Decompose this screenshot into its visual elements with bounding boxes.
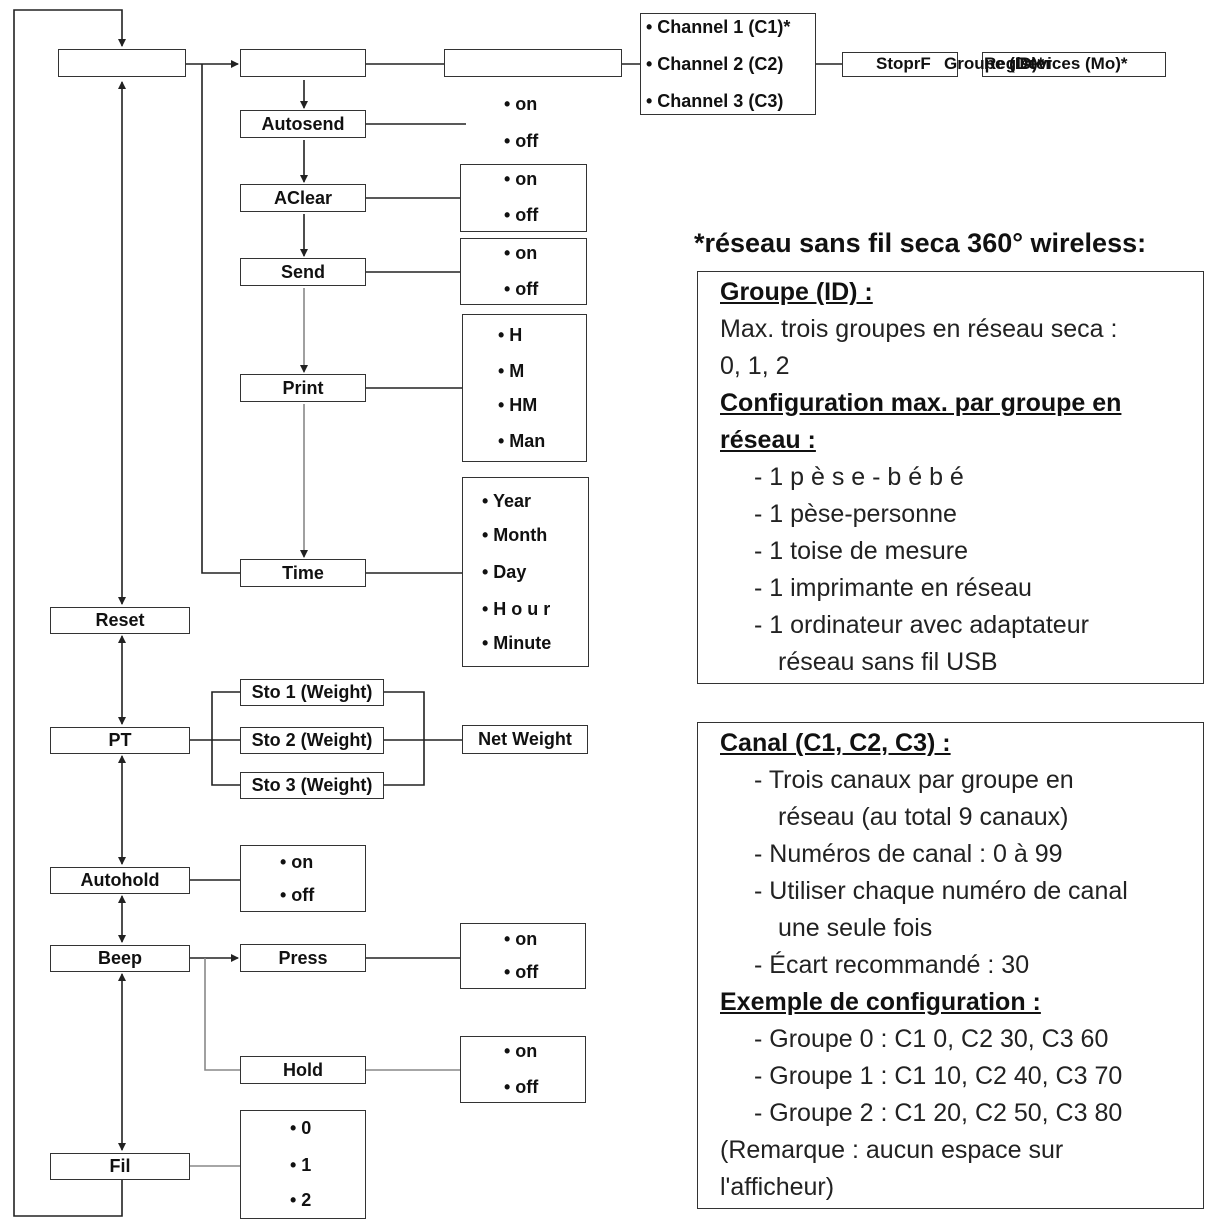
net-weight-node[interactable]: Net Weight: [462, 725, 588, 754]
send-node[interactable]: Send: [240, 258, 366, 286]
fil-node[interactable]: Fil: [50, 1153, 190, 1180]
press-node[interactable]: Press: [240, 944, 366, 972]
time-minute[interactable]: • Minute: [482, 633, 552, 653]
example-item: - Groupe 0 : C1 0, C2 30, C3 60: [754, 1025, 1109, 1053]
hold-on[interactable]: • on: [504, 1041, 538, 1061]
channels-box: [640, 13, 816, 115]
time-day[interactable]: • Day: [482, 562, 527, 582]
reset-node[interactable]: Reset: [50, 607, 190, 634]
config-item: - 1 p è s e - b é b é: [754, 463, 964, 491]
wireless-node[interactable]: [444, 49, 622, 77]
example-item: - Groupe 2 : C1 20, C2 50, C3 80: [754, 1099, 1123, 1127]
hold-off[interactable]: • off: [504, 1077, 539, 1097]
channel-2-option[interactable]: • Channel 2 (C2): [646, 54, 784, 74]
channel-1-option[interactable]: • Channel 1 (C1)*: [646, 17, 791, 37]
aclear-off[interactable]: • off: [504, 205, 539, 225]
group-info-line: Max. trois groupes en réseau seca :: [720, 315, 1118, 343]
config-item: - 1 toise de mesure: [754, 537, 968, 565]
autohold-options-box: [240, 845, 366, 912]
fil-2[interactable]: • 2: [290, 1190, 312, 1210]
channel-info-panel: Canal (C1, C2, C3) : - Trois canaux par …: [697, 722, 1204, 1209]
hold-options-box: [460, 1036, 586, 1103]
channel-3-option[interactable]: • Channel 3 (C3): [646, 91, 784, 111]
send-options-box: [460, 238, 587, 305]
print-h[interactable]: • H: [498, 325, 523, 345]
pt-node[interactable]: PT: [50, 727, 190, 754]
config-item: - 1 imprimante en réseau: [754, 574, 1032, 602]
press-options-box: [460, 923, 586, 989]
autosend-on[interactable]: • on: [504, 94, 538, 114]
autohold-node[interactable]: Autohold: [50, 867, 190, 894]
autosend-node[interactable]: Autosend: [240, 110, 366, 138]
hold-node[interactable]: Hold: [240, 1056, 366, 1084]
example-note: (Remarque : aucun espace sur: [720, 1136, 1064, 1164]
print-hm[interactable]: • HM: [498, 395, 538, 415]
main-menu-node[interactable]: [58, 49, 186, 77]
sto-3-node[interactable]: Sto 3 (Weight): [240, 772, 384, 799]
channel-info-item: réseau (au total 9 canaux): [778, 803, 1069, 831]
group-info-title: Groupe (ID) :: [720, 278, 873, 306]
print-options-box: [462, 314, 587, 462]
config-title: Configuration max. par groupe en: [720, 389, 1122, 417]
beep-node[interactable]: Beep: [50, 945, 190, 972]
press-on[interactable]: • on: [504, 929, 538, 949]
channel-info-title: Canal (C1, C2, C3) :: [720, 729, 951, 757]
print-m[interactable]: • M: [498, 361, 525, 381]
sto-2-node[interactable]: Sto 2 (Weight): [240, 727, 384, 754]
config-item: réseau sans fil USB: [778, 648, 998, 676]
devices-label[interactable]: Devices (Mo)*: [1016, 54, 1128, 73]
wireless-headline: *réseau sans fil seca 360° wireless:: [694, 228, 1147, 258]
press-off[interactable]: • off: [504, 962, 539, 982]
time-node[interactable]: Time: [240, 559, 366, 587]
autohold-off[interactable]: • off: [280, 885, 315, 905]
send-on[interactable]: • on: [504, 243, 538, 263]
group-info-line: 0, 1, 2: [720, 352, 790, 380]
example-title: Exemple de configuration :: [720, 988, 1041, 1016]
channel-info-item: - Écart recommandé : 30: [754, 951, 1030, 979]
aclear-options-box: [460, 164, 587, 232]
channel-info-item: - Trois canaux par groupe en: [754, 766, 1074, 794]
time-options-box: [462, 477, 589, 667]
example-item: - Groupe 1 : C1 10, C2 40, C3 70: [754, 1062, 1123, 1090]
channel-info-item: - Utiliser chaque numéro de canal: [754, 877, 1128, 905]
time-hour[interactable]: • H o u r: [482, 599, 551, 619]
aclear-node[interactable]: AClear: [240, 184, 366, 212]
fil-1[interactable]: • 1: [290, 1155, 312, 1175]
channel-info-item: une seule fois: [778, 914, 933, 942]
channel-info-item: - Numéros de canal : 0 à 99: [754, 840, 1063, 868]
register-label[interactable]: Register: [984, 54, 1053, 73]
send-off[interactable]: • off: [504, 279, 539, 299]
fil-0[interactable]: • 0: [290, 1118, 312, 1138]
autosend-off[interactable]: • off: [504, 131, 539, 151]
setup-node[interactable]: [240, 49, 366, 77]
config-item: - 1 pèse-personne: [754, 500, 957, 528]
time-year[interactable]: • Year: [482, 491, 532, 511]
config-item: - 1 ordinateur avec adaptateur: [754, 611, 1089, 639]
groupe-id-label[interactable]: Groupe (ID)*: [944, 54, 1045, 73]
time-month[interactable]: • Month: [482, 525, 548, 545]
stoprf-label[interactable]: StoprF: [876, 54, 931, 73]
config-title-cont: réseau :: [720, 426, 816, 454]
print-node[interactable]: Print: [240, 374, 366, 402]
print-man[interactable]: • Man: [498, 431, 546, 451]
overlap-box-2: [982, 52, 1166, 77]
autohold-on[interactable]: • on: [280, 852, 314, 872]
sto-1-node[interactable]: Sto 1 (Weight): [240, 679, 384, 706]
group-info-panel: Groupe (ID) : Max. trois groupes en rése…: [697, 271, 1204, 684]
example-note: l'afficheur): [720, 1173, 835, 1201]
fil-options-box: [240, 1110, 366, 1219]
overlap-box-1: [842, 52, 958, 77]
aclear-on[interactable]: • on: [504, 169, 538, 189]
